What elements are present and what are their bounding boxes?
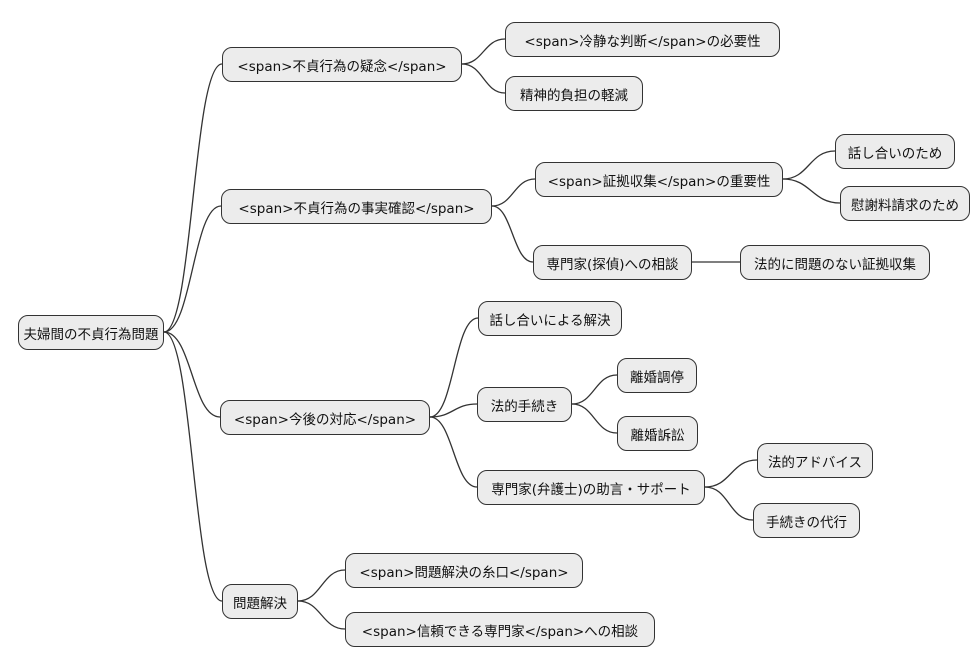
node-discussion-resolution: 話し合いによる解決 [478, 301, 622, 336]
node-problem-solving: 問題解決 [222, 584, 298, 619]
node-trusted-expert-consultation: <span>信頼できる専門家</span>への相談 [345, 612, 655, 647]
edge-fact-detective [491, 205, 534, 263]
edge-root-fact-confirmation [163, 205, 222, 333]
node-root: 夫婦間の不貞行為問題 [18, 315, 164, 350]
node-legal-advice: 法的アドバイス [757, 443, 873, 478]
edge-root-problem-solving [163, 331, 223, 602]
node-fact-confirmation: <span>不貞行為の事実確認</span> [221, 189, 492, 224]
node-for-discussion: 話し合いのため [835, 134, 955, 169]
edge-suspicion-mental-burden [461, 63, 506, 94]
edge-future-lawyer-support [429, 416, 478, 488]
node-divorce-litigation: 離婚訴訟 [617, 416, 698, 451]
node-lawyer-support: 専門家(弁護士)の助言・サポート [477, 470, 705, 505]
edge-future-discussion-resolution [429, 317, 479, 418]
node-mental-burden-reduction: 精神的負担の軽減 [505, 76, 643, 111]
edge-future-legal-procedures [429, 403, 478, 418]
edge-lawyer-proxy [704, 486, 754, 521]
edge-evidence-compensation [782, 178, 841, 204]
node-for-compensation-claim: 慰謝料請求のため [840, 186, 970, 221]
node-legal-evidence-collection: 法的に問題のない証拠収集 [740, 245, 930, 280]
edge-legal-litigation [571, 403, 618, 434]
edge-root-future-response [163, 331, 221, 418]
edge-problem-clue [297, 569, 346, 602]
node-future-response: <span>今後の対応</span> [220, 400, 430, 435]
edge-root-suspicion [163, 63, 223, 333]
node-procedure-proxy: 手続きの代行 [753, 503, 860, 538]
edge-problem-expert [297, 600, 346, 630]
node-divorce-mediation: 離婚調停 [617, 358, 697, 393]
edge-lawyer-advice [704, 459, 758, 488]
edge-suspicion-calm-judgment [461, 38, 506, 65]
edge-fact-evidence [491, 178, 536, 207]
edge-legal-mediation [571, 374, 618, 405]
node-evidence-collection-importance: <span>証拠収集</span>の重要性 [535, 162, 783, 197]
edge-evidence-discussion [782, 150, 836, 180]
node-infidelity-suspicion: <span>不貞行為の疑念</span> [222, 47, 462, 82]
node-solution-clue: <span>問題解決の糸口</span> [345, 553, 583, 588]
node-legal-procedures: 法的手続き [477, 387, 572, 422]
node-detective-consultation: 専門家(探偵)への相談 [533, 245, 692, 280]
node-calm-judgment-necessity: <span>冷静な判断</span>の必要性 [505, 22, 780, 57]
